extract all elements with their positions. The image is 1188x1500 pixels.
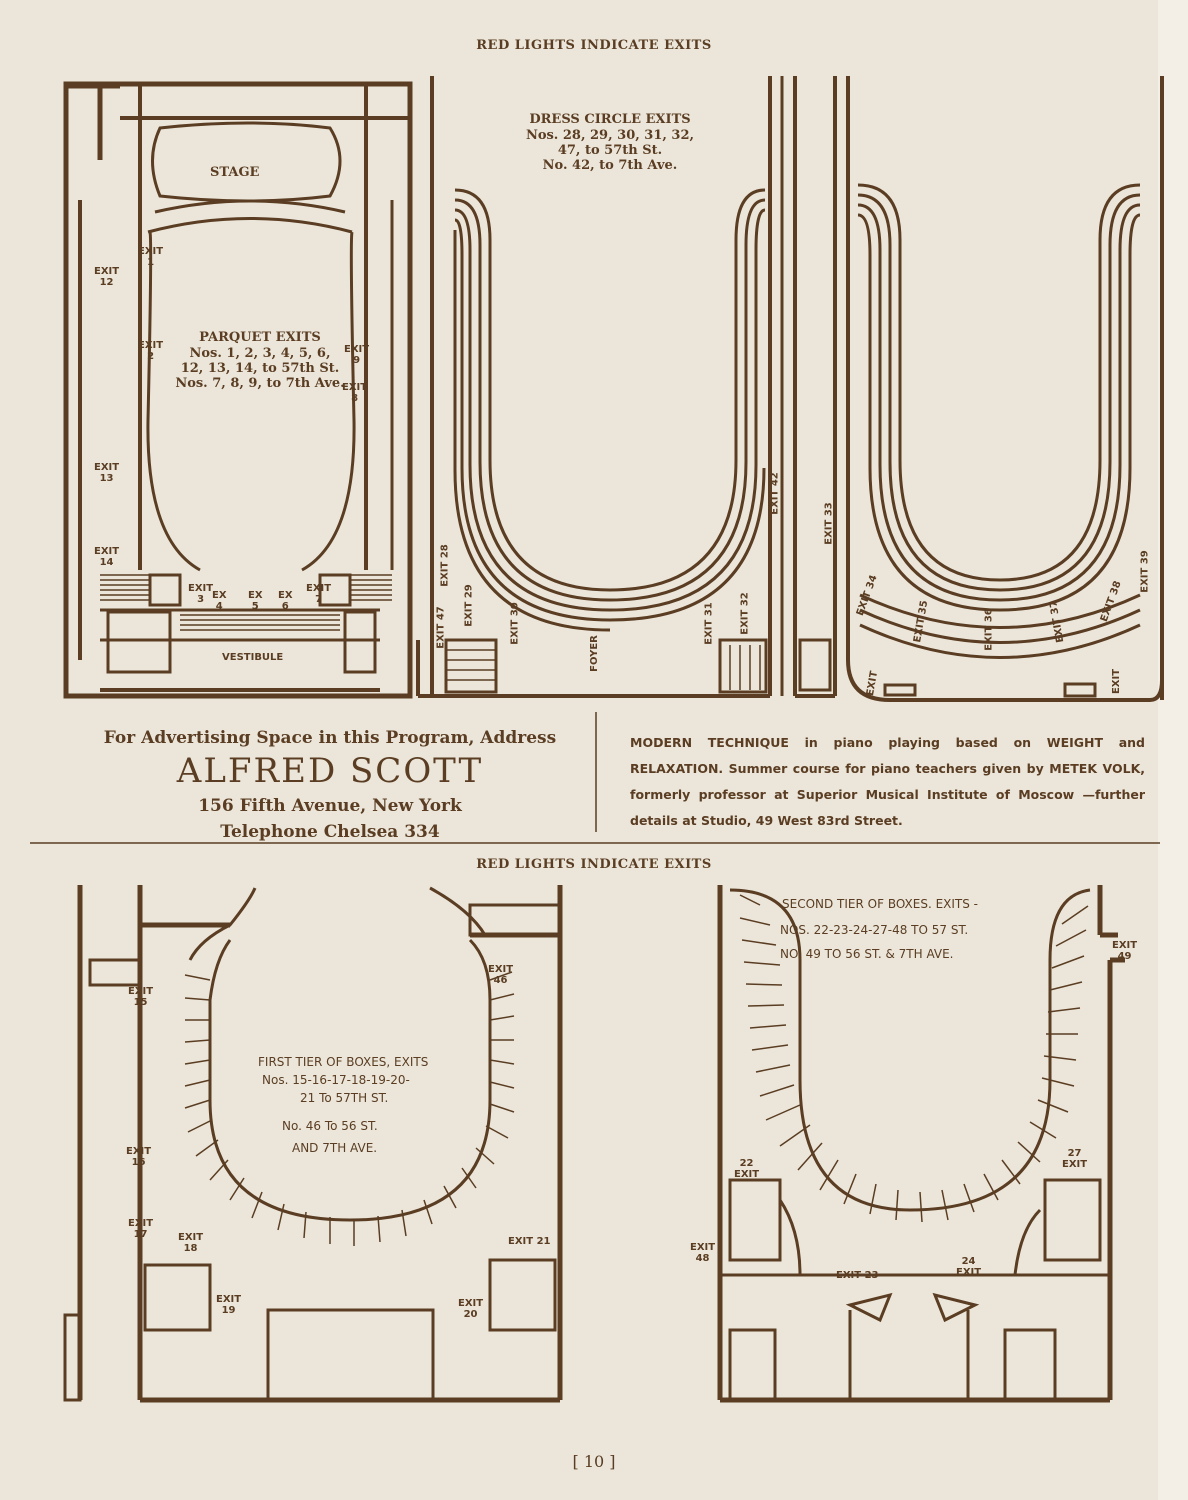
exit-3-label: EXIT 3	[188, 583, 214, 605]
first-tier-line-3: 21 To 57TH ST.	[300, 1091, 389, 1105]
dress-circle-line-3: No. 42, to 7th Ave.	[542, 158, 678, 173]
second-tier-box-dividers	[739, 894, 1089, 1223]
first-tier-line-1: FIRST TIER OF BOXES, EXITS	[258, 1055, 429, 1069]
ad-address: 156 Fifth Avenue, New York	[198, 796, 462, 816]
dress-circle-title: DRESS CIRCLE EXITS	[529, 112, 691, 127]
dress-circle-line-2: 47, to 57th St.	[557, 143, 663, 158]
exit-15-label: EXIT 15	[128, 986, 154, 1008]
exit-31-label: EXIT 31	[703, 602, 715, 645]
parquet-exits-line-1: Nos. 1, 2, 3, 4, 5, 6,	[189, 346, 331, 361]
ad-text-2: and	[1103, 735, 1146, 750]
second-tier-line-3: NO. 49 TO 56 ST. & 7TH AVE.	[780, 947, 954, 961]
ad-name: ALFRED SCOTT	[176, 751, 484, 791]
exit-36-label: EXIT 36	[983, 608, 995, 651]
exit-49-label: EXIT 49	[1112, 940, 1138, 962]
header-top: RED LIGHTS INDICATE EXITS	[476, 38, 712, 53]
first-tier-line-5: AND 7TH AVE.	[292, 1141, 378, 1155]
exit-47-label: EXIT 47	[435, 606, 447, 649]
exit-23-label: EXIT 23	[836, 1270, 879, 1281]
exit-12-label: EXIT 12	[94, 266, 120, 288]
exit-30-label: EXIT 30	[509, 602, 521, 645]
ad-bold-4: METEK VOLK,	[1049, 761, 1145, 776]
exit-20-label: EXIT 20	[458, 1298, 484, 1320]
parquet-exits-line-3: Nos. 7, 8, 9, to 7th Ave.	[175, 376, 345, 391]
exit-33-label: EXIT 33	[823, 502, 835, 545]
exit-2-label: EXIT 2	[138, 340, 164, 362]
dress-circle-right	[793, 76, 1164, 702]
header-bottom: RED LIGHTS INDICATE EXITS	[476, 857, 712, 872]
dress-circle-left	[416, 76, 784, 698]
exit-39-label: EXIT 39	[1139, 550, 1151, 593]
exit-9-label: EXIT 9	[344, 344, 370, 366]
parquet-exits-line-2: 12, 13, 14, to 57th St.	[180, 361, 340, 376]
exit-19-label: EXIT 19	[216, 1294, 242, 1316]
exit-24-label: 24 EXIT	[956, 1256, 982, 1278]
stage-label: STAGE	[210, 165, 260, 180]
ad-bold-2: WEIGHT	[1046, 735, 1104, 750]
exit-29-label: EXIT 29	[463, 584, 475, 627]
exit-22-label: 22 EXIT	[734, 1158, 760, 1180]
vestibule-label: VESTIBULE	[222, 652, 284, 663]
exit-13-label: EXIT 13	[94, 462, 120, 484]
first-tier-box-dividers	[184, 971, 515, 1246]
parquet-exits-title: PARQUET EXITS	[199, 330, 321, 345]
exit-46-label: EXIT 46	[488, 964, 514, 986]
exit-48-label: EXIT 48	[690, 1242, 716, 1264]
exit-42-label: EXIT 42	[769, 472, 781, 515]
ad-text-3: Summer course for piano teachers given b…	[723, 761, 1050, 776]
exit-21-label: EXIT 21	[508, 1236, 551, 1247]
advertising-notice: For Advertising Space in this Program, A…	[60, 728, 600, 842]
first-tier-line-4: No. 46 To 56 ST.	[282, 1119, 378, 1133]
exit-27-label: 27 EXIT	[1062, 1148, 1088, 1170]
second-tier-line-1: SECOND TIER OF BOXES. EXITS -	[782, 897, 979, 911]
first-tier-line-2: Nos. 15-16-17-18-19-20-	[262, 1073, 410, 1087]
exit-6-label: EX 6	[278, 590, 293, 612]
ad-intro: For Advertising Space in this Program, A…	[103, 728, 557, 748]
dress-circle-line-1: Nos. 28, 29, 30, 31, 32,	[525, 128, 695, 143]
piano-course-ad: MODERN TECHNIQUE in piano playing based …	[630, 730, 1145, 834]
exit-16-label: EXIT 16	[126, 1146, 152, 1168]
exit-14-label: EXIT 14	[94, 546, 120, 568]
ad-bold-1: MODERN TECHNIQUE	[630, 735, 789, 750]
exit-1-label: EXIT 1	[138, 246, 164, 268]
ad-text-4: formerly professor at Superior Musical I…	[630, 787, 1145, 828]
second-tier-line-2: NOS. 22-23-24-27-48 TO 57 ST.	[780, 923, 969, 937]
ad-bold-3: RELAXATION.	[630, 761, 724, 776]
exit-18-label: EXIT 18	[178, 1232, 204, 1254]
dress-circle-right-rows	[857, 183, 1141, 659]
exit-5-label: EX 5	[248, 590, 263, 612]
exit-unnumbered-right-label: EXIT	[1111, 668, 1123, 695]
dress-circle-left-rows	[453, 188, 766, 632]
exit-4-label: EX 4	[212, 590, 227, 612]
page-number: [ 10 ]	[572, 1452, 616, 1471]
exit-8-label: EXIT 8	[342, 382, 368, 404]
exit-32-label: EXIT 32	[739, 592, 751, 635]
exit-28-label: EXIT 28	[439, 544, 451, 587]
exit-7-label: EXIT 7	[306, 583, 332, 605]
ad-text-1: in piano playing based on	[788, 735, 1047, 750]
foyer-label: FOYER	[588, 635, 600, 672]
exit-17-label: EXIT 17	[128, 1218, 154, 1240]
parquet-stairs	[100, 574, 392, 631]
parquet-plan	[63, 81, 413, 699]
ad-phone: Telephone Chelsea 334	[220, 822, 440, 842]
